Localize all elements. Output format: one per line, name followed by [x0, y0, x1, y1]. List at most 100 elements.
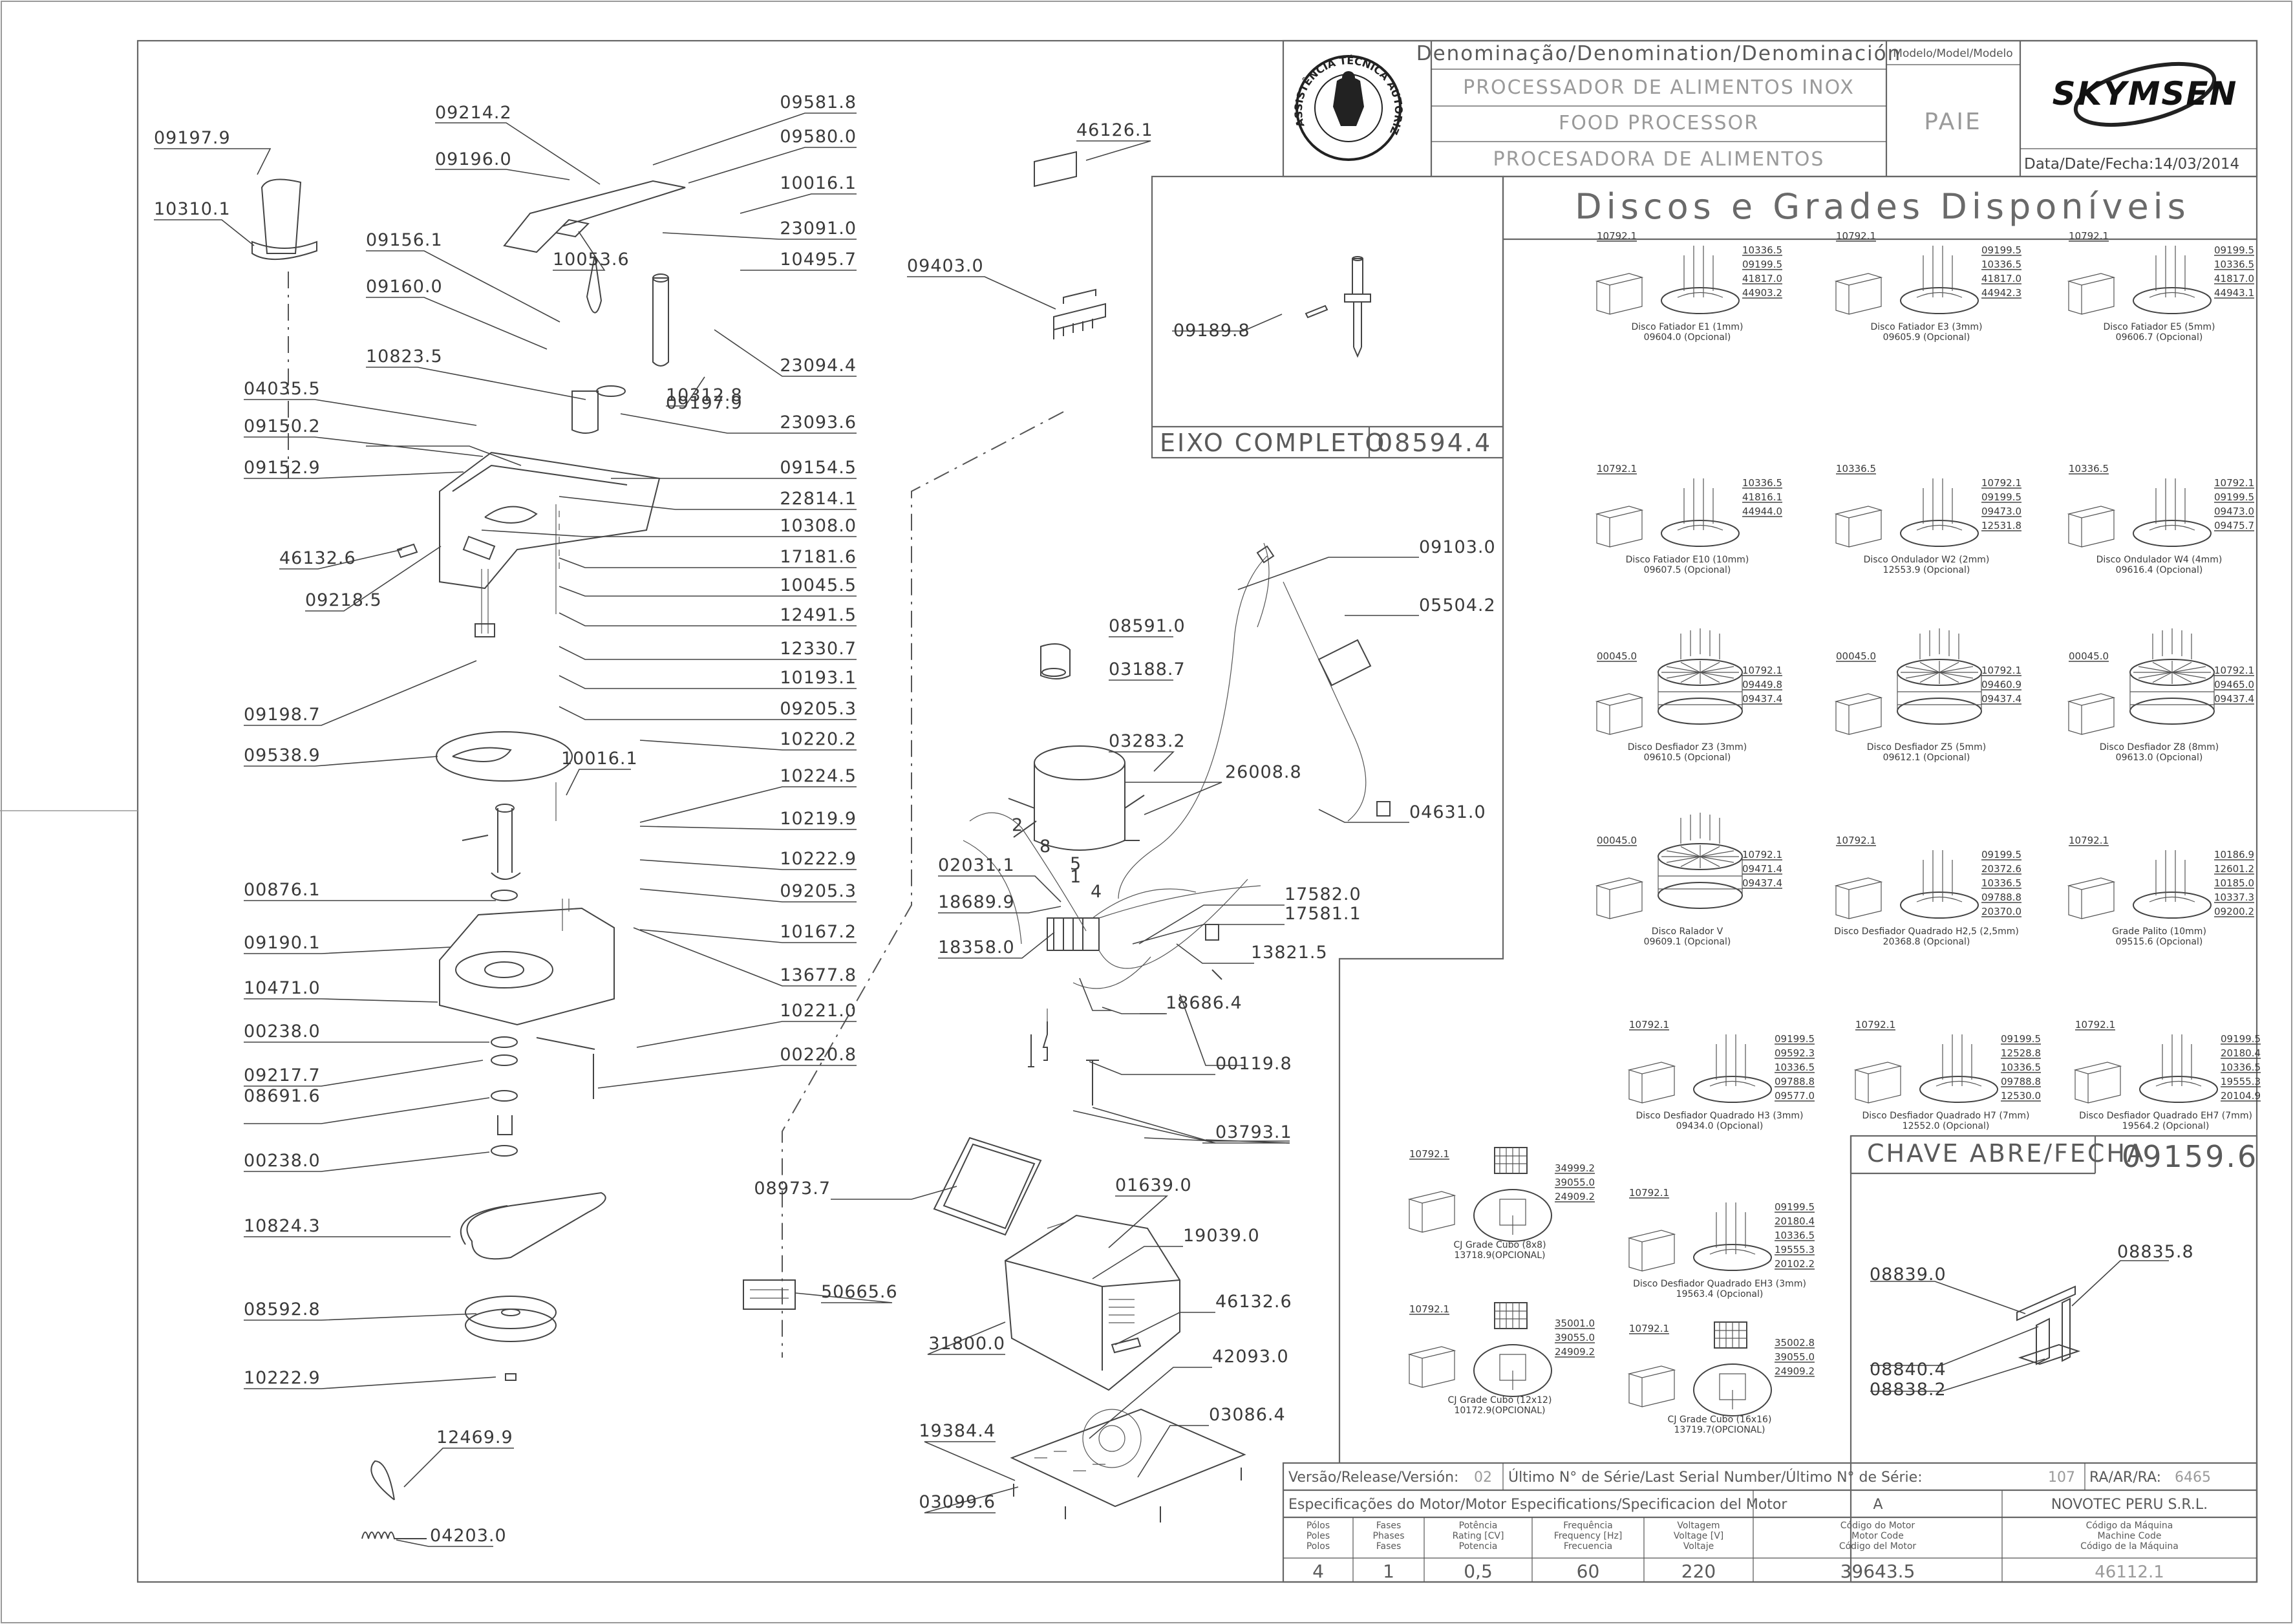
disc-part-label: 10792.1	[1597, 463, 1637, 475]
part-number-label: 10495.7	[780, 250, 857, 270]
disc-part-label: 35001.0	[1555, 1318, 1595, 1329]
disc-part-label: 09449.8	[1742, 679, 1782, 690]
part-number-label: 09205.3	[780, 881, 857, 901]
disc-part-label: 10792.1	[1629, 1323, 1669, 1334]
spec-column-header: Voltage [V]	[1674, 1531, 1723, 1541]
shaft-code: 08594.4	[1377, 429, 1492, 457]
part-number-label: 09403.0	[907, 256, 984, 276]
left-assembly-illustration	[251, 178, 686, 1539]
disc-part-label: 09788.8	[1775, 1076, 1815, 1087]
pusher-block-icon	[1834, 693, 1883, 735]
spec-column-header: Poles	[1306, 1531, 1330, 1541]
part-number-label: 09538.9	[244, 745, 321, 765]
part-number-label: 09217.7	[244, 1065, 321, 1085]
disc-part-label: 09437.4	[1742, 693, 1782, 705]
disc-name: Disco Ralador V	[1652, 926, 1723, 937]
disc-part-label: 10792.1	[2069, 230, 2109, 242]
denomination-header: Denominação/Denomination/Denominación	[1416, 42, 1902, 65]
disc-part-label: 12531.8	[1981, 520, 2021, 531]
slicing-disc-icon	[1693, 1244, 1772, 1271]
pusher-block-icon	[2067, 693, 2116, 735]
disc-part-label: 09460.9	[1981, 679, 2021, 690]
disc-part-label: 00045.0	[1597, 650, 1637, 662]
shaft-label: EIXO COMPLETO	[1160, 429, 1386, 457]
part-number-label: 22814.1	[780, 489, 857, 509]
disc-part-label: 09473.0	[1981, 506, 2021, 517]
disc-part-label: 09471.4	[1742, 863, 1782, 875]
part-number-label: 10308.0	[780, 516, 857, 536]
disc-part-label: 09200.2	[2214, 906, 2254, 917]
disc-part-label: 09199.5	[1775, 1033, 1815, 1045]
part-number-label: 03099.6	[919, 1492, 996, 1512]
part-number-label: 09152.9	[244, 458, 321, 478]
disc-part-label: 35002.8	[1775, 1337, 1815, 1349]
part-number-label: 46132.6	[1215, 1292, 1292, 1312]
spec-header: Especificações do Motor/Motor Especifica…	[1288, 1497, 1787, 1513]
disc-part-label: 24909.2	[1775, 1365, 1815, 1377]
part-number-label: 03793.1	[1215, 1122, 1292, 1142]
part-number-label: 19384.4	[919, 1421, 996, 1441]
slicing-disc-icon	[2139, 1076, 2218, 1103]
disc-part-label: 09788.8	[1981, 892, 2021, 903]
pusher-block-icon	[1853, 1062, 1903, 1104]
disc-part-label: 09465.0	[2214, 679, 2254, 690]
key-part-label: 08838.2	[1870, 1380, 1946, 1400]
name-es: PROCESADORA DE ALIMENTOS	[1493, 148, 1825, 171]
part-number-label: 09214.2	[435, 103, 512, 123]
disc-part-label: 20104.9	[2221, 1090, 2261, 1102]
part-number-label: 10220.2	[780, 729, 857, 749]
part-number-label: 04035.5	[244, 379, 321, 399]
disc-part-label: 09788.8	[2001, 1076, 2041, 1087]
disc-code: 10172.9(OPCIONAL)	[1454, 1405, 1545, 1416]
spec-column-header: Machine Code	[2098, 1531, 2162, 1541]
disc-part-label: 10337.3	[2214, 892, 2254, 903]
spec-column-value: 46112.1	[2095, 1563, 2164, 1582]
disc-code: 09604.0 (Opcional)	[1644, 332, 1731, 343]
disc-part-label: 09437.4	[1742, 877, 1782, 889]
pusher-block-icon	[1595, 877, 1644, 919]
part-number-label: 12330.7	[780, 639, 857, 659]
spec-column-header: Voltaje	[1683, 1541, 1714, 1552]
leader-lines	[154, 112, 1419, 1547]
part-number-label: 04631.0	[1409, 802, 1486, 822]
disc-part-label: 20180.4	[1775, 1215, 1815, 1227]
disc-name: Disco Desfiador Quadrado H7 (7mm)	[1862, 1111, 2029, 1121]
disc-part-label: 10792.1	[2069, 835, 2109, 846]
part-number-label: 50665.6	[821, 1282, 898, 1302]
cube-grid-icon	[1473, 1189, 1552, 1242]
part-number-label: 12491.5	[780, 605, 857, 625]
disc-part-label: 00045.0	[1836, 650, 1876, 662]
disc-part-label: 10792.1	[1629, 1019, 1669, 1031]
disc-part-label: 39055.0	[1555, 1177, 1595, 1188]
disc-part-label: 44943.1	[2214, 287, 2254, 299]
part-number-label: 10310.1	[154, 199, 231, 219]
part-number-label: 09205.3	[780, 699, 857, 719]
spec-column-header: Rating [CV]	[1453, 1531, 1504, 1541]
disc-code: 09613.0 (Opcional)	[2116, 753, 2203, 763]
spec-column-header: Fases	[1376, 1521, 1402, 1531]
disc-name: CJ Grade Cubo (8x8)	[1453, 1240, 1546, 1250]
disc-part-label: 09592.3	[1775, 1047, 1815, 1059]
pusher-block-icon	[1595, 506, 1644, 548]
part-number-label: 23094.4	[780, 356, 857, 376]
part-number-label: 46126.1	[1076, 120, 1153, 140]
motor-spec-table: Versão/Release/Versión: 02 Último N° de …	[1282, 1462, 2258, 1583]
disc-part-label: 19555.3	[2221, 1076, 2261, 1087]
wire-number: 5	[1070, 854, 1082, 874]
disc-part-label: 44903.2	[1742, 287, 1782, 299]
part-number-label: 08691.6	[244, 1086, 321, 1106]
part-number-label: 10312.8	[666, 385, 743, 405]
part-number-label: 23091.0	[780, 219, 857, 239]
part-number-label: 10016.1	[780, 173, 857, 193]
disc-code: 09609.1 (Opcional)	[1644, 937, 1731, 947]
spec-column-header: Frecuencia	[1564, 1541, 1612, 1552]
disc-part-label: 12601.2	[2214, 863, 2254, 875]
part-number-label: 08973.7	[754, 1179, 831, 1199]
disc-part-label: 09199.5	[1742, 259, 1782, 270]
spec-column-value: 1	[1383, 1561, 1394, 1582]
disc-part-label: 20370.0	[1981, 906, 2021, 917]
disc-item: 10792.109199.510336.541817.044943.1Disco…	[2067, 230, 2254, 343]
disc-part-label: 39055.0	[1555, 1332, 1595, 1343]
